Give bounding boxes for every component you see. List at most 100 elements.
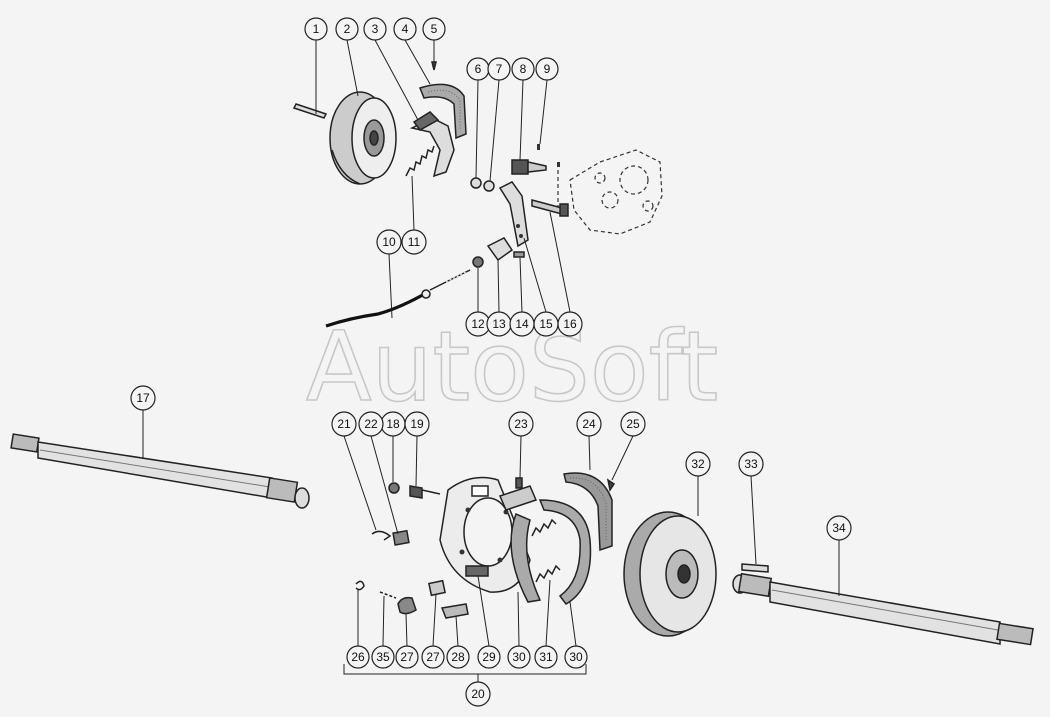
part-mounting-flange: [569, 149, 663, 235]
callout-34: 34: [826, 515, 852, 541]
part-lever-bracket: [498, 181, 529, 248]
callout-10: 10: [376, 229, 402, 255]
callout-35: 35: [371, 645, 395, 669]
callout-7: 7: [487, 57, 511, 81]
callout-3: 3: [363, 17, 387, 41]
callout-28: 28: [446, 645, 470, 669]
part-brake-lining-upper: [419, 83, 467, 140]
callout-6: 6: [466, 57, 490, 81]
callout-24: 24: [576, 411, 602, 437]
part-brake-drum-lower: [623, 511, 717, 637]
callout-30a: 30: [507, 645, 531, 669]
part-wheel-cylinder: [498, 477, 538, 511]
part-cap-27a: [397, 596, 417, 615]
callout-14: 14: [509, 311, 535, 337]
svg-text:13: 13: [492, 317, 506, 331]
svg-text:1: 1: [313, 22, 320, 36]
callout-13: 13: [486, 311, 512, 337]
callout-8: 8: [511, 57, 535, 81]
part-key-lower: [741, 563, 769, 573]
callout-22: 22: [358, 411, 384, 437]
callout-31: 31: [534, 645, 558, 669]
svg-text:27: 27: [426, 650, 440, 664]
part-bolt-19: [409, 485, 441, 499]
svg-text:6: 6: [475, 62, 482, 76]
callout-16: 16: [557, 311, 583, 337]
svg-text:3: 3: [372, 22, 379, 36]
part-adjuster-22: [392, 529, 410, 546]
callout-15: 15: [533, 311, 559, 337]
svg-text:5: 5: [431, 22, 438, 36]
part-axle-shaft-left: [10, 433, 310, 509]
svg-text:16: 16: [563, 317, 577, 331]
callout-27b: 27: [421, 645, 445, 669]
part-washer-7: [483, 180, 495, 192]
svg-text:12: 12: [471, 317, 485, 331]
svg-text:17: 17: [136, 391, 150, 405]
callout-4: 4: [393, 17, 417, 41]
part-cable-10: [325, 269, 471, 328]
part-block-27b: [428, 579, 446, 597]
svg-text:32: 32: [691, 457, 705, 471]
callout-19: 19: [404, 411, 430, 437]
callout-27a: 27: [395, 645, 419, 669]
svg-text:27: 27: [400, 650, 414, 664]
svg-text:11: 11: [408, 235, 421, 249]
part-nut-12: [472, 256, 484, 268]
callout-30b: 30: [564, 645, 588, 669]
callout-25: 25: [620, 411, 646, 437]
svg-text:4: 4: [402, 22, 409, 36]
svg-text:31: 31: [539, 650, 553, 664]
svg-text:33: 33: [744, 457, 758, 471]
svg-text:2: 2: [344, 22, 351, 36]
part-clip-26: [355, 580, 365, 591]
svg-text:30: 30: [569, 650, 583, 664]
part-key-upper: [292, 103, 328, 119]
part-pin-16: [531, 199, 569, 217]
svg-text:30: 30: [512, 650, 526, 664]
svg-text:8: 8: [520, 62, 527, 76]
svg-text:26: 26: [351, 650, 365, 664]
part-rivet-25: [606, 478, 616, 492]
part-axle-shaft-right: [732, 572, 1034, 646]
svg-text:28: 28: [451, 650, 465, 664]
part-screws-9: [537, 144, 560, 210]
svg-text:29: 29: [482, 650, 496, 664]
callout-21: 21: [331, 411, 357, 437]
part-brake-shoes-lower: [510, 499, 592, 605]
svg-text:14: 14: [515, 317, 529, 331]
part-bolt-14: [513, 251, 525, 258]
callout-2: 2: [335, 17, 359, 41]
part-brake-drum-upper: [329, 91, 397, 185]
svg-text:9: 9: [544, 62, 551, 76]
part-brake-shoe-assembly-upper: [409, 111, 455, 178]
part-nut-18: [388, 482, 400, 494]
part-screw-5: [431, 61, 437, 71]
part-washer-6: [470, 177, 482, 189]
callout-11: 11: [401, 229, 427, 255]
leader-lines: [142, 39, 840, 647]
part-clevis-13: [486, 237, 514, 262]
svg-text:23: 23: [514, 417, 528, 431]
svg-text:7: 7: [496, 62, 503, 76]
part-clip-21: [371, 530, 392, 541]
callout-1: 1: [304, 17, 328, 41]
svg-text:20: 20: [471, 687, 485, 701]
part-bracket-28: [440, 603, 469, 619]
callout-17: 17: [130, 385, 156, 411]
part-pin-35: [379, 591, 397, 599]
part-spring-11: [405, 145, 435, 177]
callout-9: 9: [535, 57, 559, 81]
svg-text:21: 21: [337, 417, 351, 431]
callout-32: 32: [685, 451, 711, 477]
group-bracket-20: [343, 664, 587, 682]
callout-26: 26: [346, 645, 370, 669]
callout-5: 5: [422, 17, 446, 41]
svg-text:10: 10: [382, 235, 396, 249]
svg-text:34: 34: [832, 521, 846, 535]
part-springs-31: [531, 518, 561, 583]
svg-text:35: 35: [376, 650, 390, 664]
callout-12: 12: [465, 311, 491, 337]
svg-text:22: 22: [364, 417, 378, 431]
